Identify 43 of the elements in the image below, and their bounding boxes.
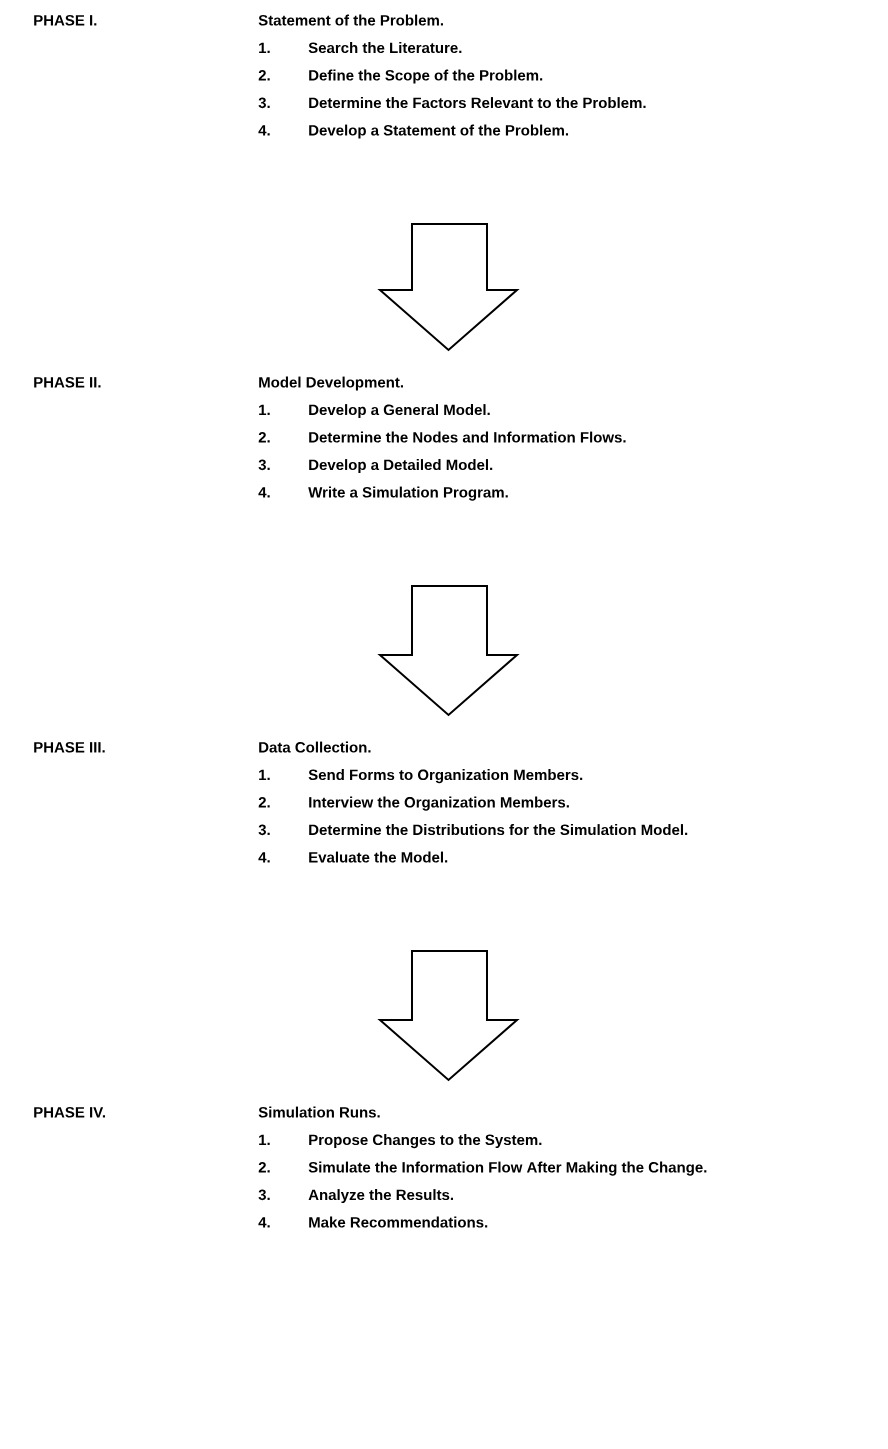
step-number: 4. [258,487,270,498]
step-number: 2. [258,1162,270,1173]
block-arrow [377,949,520,1082]
step-text: Analyze the Results. [308,1189,453,1204]
step-text: Define the Scope of the Problem. [309,69,543,84]
step-text: Write a Simulation Program. [308,486,508,501]
step-text: Simulate the Information Flow After Making the Change. [308,1161,707,1176]
block-arrow [377,584,520,717]
step-number: 4. [258,125,270,136]
phase-heading: Data Collection. [259,741,371,753]
phase-heading: Statement of the Problem. [258,14,443,26]
step-number: 3. [258,97,270,109]
step-number: 3. [258,824,270,836]
step-number: 2. [258,70,270,81]
step-text: Determine the Factors Relevant to the Problem. [309,97,646,109]
step-number: 4. [258,1217,270,1228]
phase-heading: Model Development. [259,376,403,391]
step-text: Make Recommendations. [309,1216,488,1228]
step-text: Develop a Detailed Model. [309,459,493,474]
step-text: Develop a Statement of the Problem. [309,124,569,139]
phase-label: PHASE II. [34,377,101,388]
step-text: Determine the Distributions for the Simulation Model. [309,824,688,836]
step-text: Determine the Nodes and Information Flows. [309,431,626,443]
step-text: Propose Changes to the System. [309,1134,542,1149]
step-number: 1. [259,1134,270,1145]
phase-heading: Simulation Runs. [258,1106,380,1118]
block-arrow [377,222,520,352]
phase-label: PHASE I. [34,15,97,26]
step-number: 1. [259,404,270,415]
phase-label: PHASE IV. [34,1107,105,1118]
step-text: Evaluate the Model. [309,851,448,863]
step-number: 1. [259,769,270,780]
step-text: Search the Literature. [308,42,462,54]
step-number: 1. [259,42,270,53]
step-number: 2. [258,432,270,443]
step-number: 2. [258,797,270,808]
step-text: Develop a General Model. [309,404,490,419]
step-number: 3. [258,1189,270,1201]
step-number: 3. [258,459,270,471]
step-text: Interview the Organization Members. [309,796,569,811]
step-text: Send Forms to Organization Members. [308,769,583,784]
step-number: 4. [258,852,270,863]
phase-label: PHASE III. [34,742,105,753]
